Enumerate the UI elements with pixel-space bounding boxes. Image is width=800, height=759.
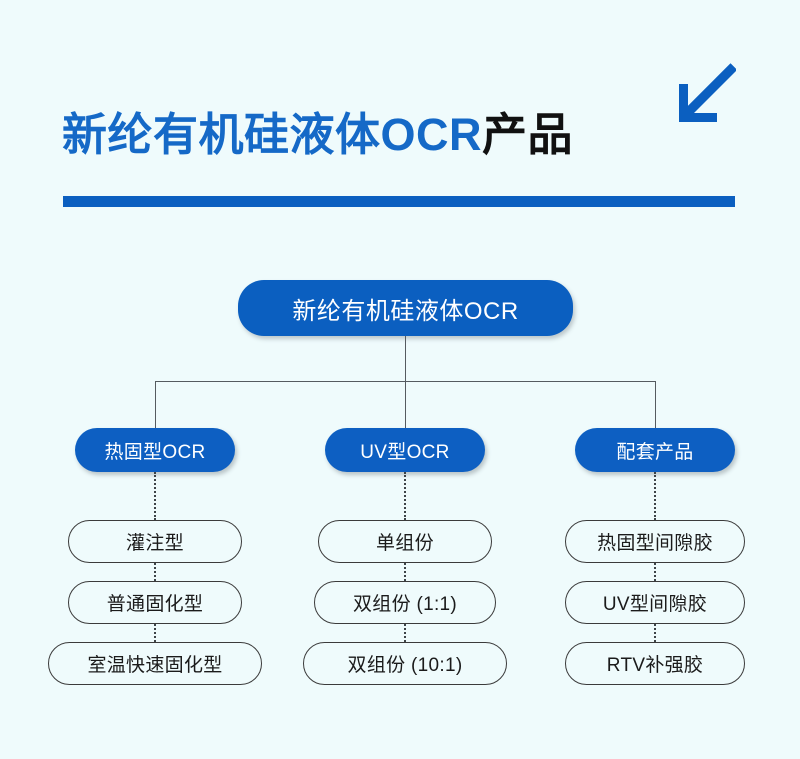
page-title: 新纶有机硅液体OCR产品 [62,112,573,157]
chart-node-root[interactable]: 新纶有机硅液体OCR [238,280,573,336]
connector-dotted-b2-c1 [404,472,406,520]
page-title-blue: 新纶有机硅液体OCR [62,109,482,160]
arrow-down-left-icon [666,60,737,128]
connector-dotted-b1-c1 [154,472,156,520]
chart-node-leaf-2-1[interactable]: 单组份 [318,520,492,563]
page-header: 新纶有机硅液体OCR产品 [0,0,800,230]
connector-dotted-b3-c1 [654,472,656,520]
connector-dotted-c2-1-2 [404,563,406,581]
chart-node-leaf-2-3[interactable]: 双组份 (10:1) [303,642,507,685]
connector-dotted-c2-2-3 [404,624,406,642]
chart-node-branch-1[interactable]: 热固型OCR [75,428,235,472]
connector-drop-branch-2 [405,381,406,428]
chart-node-leaf-2-2[interactable]: 双组份 (1:1) [314,581,496,624]
chart-node-leaf-1-2[interactable]: 普通固化型 [68,581,242,624]
chart-node-leaf-1-3[interactable]: 室温快速固化型 [48,642,262,685]
chart-node-leaf-3-3[interactable]: RTV补强胶 [565,642,745,685]
connector-dotted-c2-c3 [154,624,156,642]
connector-drop-branch-3 [655,381,656,428]
chart-node-leaf-3-2[interactable]: UV型间隙胶 [565,581,745,624]
chart-node-branch-2[interactable]: UV型OCR [325,428,485,472]
title-underline-rule [63,196,735,207]
chart-node-leaf-1-1[interactable]: 灌注型 [68,520,242,563]
chart-node-branch-3[interactable]: 配套产品 [575,428,735,472]
connector-dotted-c3-1-2 [654,563,656,581]
org-chart: 新纶有机硅液体OCR 热固型OCR 灌注型 普通固化型 室温快速固化型 UV型O… [0,230,800,759]
page-title-dark: 产品 [482,109,574,160]
connector-dotted-c3-2-3 [654,624,656,642]
connector-drop-branch-1 [155,381,156,428]
connector-dotted-c1-c2 [154,563,156,581]
chart-node-leaf-3-1[interactable]: 热固型间隙胶 [565,520,745,563]
connector-root-stem [405,336,406,381]
